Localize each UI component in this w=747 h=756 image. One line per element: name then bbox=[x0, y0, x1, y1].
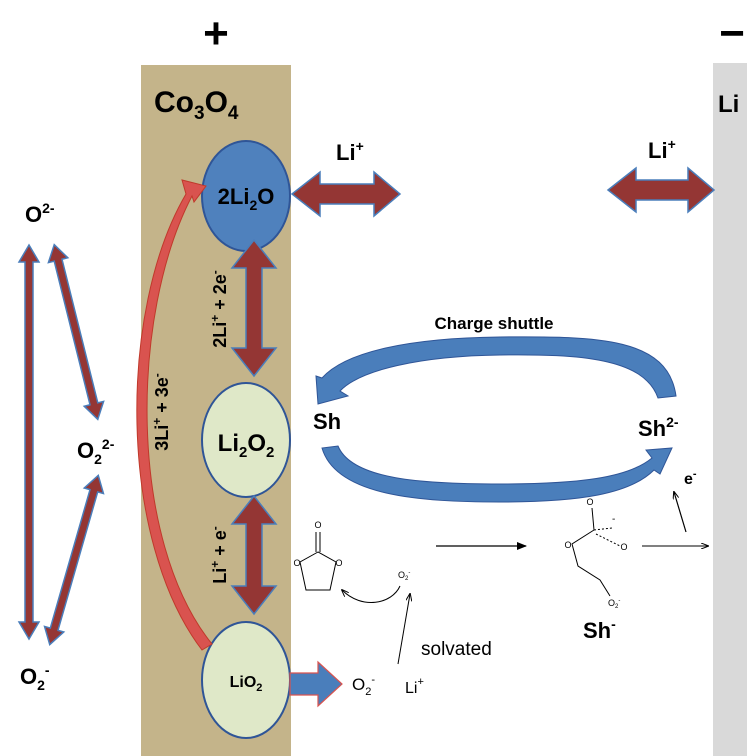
reaction-3e-label: 3Li+ + 3e- bbox=[150, 373, 172, 451]
reaction-1e-label: Li+ + e- bbox=[208, 526, 230, 584]
o2-2minus-label: O22- bbox=[77, 436, 115, 467]
li2o2-ellipse bbox=[201, 382, 291, 498]
attack-arrow bbox=[342, 585, 401, 603]
molecule-ring-o-left: O bbox=[293, 558, 300, 568]
carbonate-radical-o: O2- bbox=[608, 598, 620, 610]
double-arrow-li2o-li2o2 bbox=[230, 238, 278, 378]
solvated-label: solvated bbox=[421, 639, 492, 660]
li2o2-label: Li2O2 bbox=[218, 430, 275, 461]
li-plus-label-right: Li+ bbox=[648, 136, 676, 163]
reaction-2e-label: 2Li+ + 2e- bbox=[208, 270, 230, 348]
molecule-ring-o-right: O bbox=[335, 558, 342, 568]
electron-label: e- bbox=[684, 468, 697, 488]
o-2minus-label: O2- bbox=[25, 200, 55, 227]
radical-o2-label: O2- bbox=[398, 570, 410, 582]
blue-arrow-lio2-to-o2 bbox=[289, 660, 343, 708]
solvated-arrow bbox=[397, 594, 410, 665]
charge-shuttle-title: Charge shuttle bbox=[434, 314, 553, 333]
sh2-label: Sh2- bbox=[638, 414, 679, 441]
double-arrow-o2minus-o22minus bbox=[47, 243, 105, 421]
o2-minus-small-label: O2- bbox=[352, 674, 375, 698]
lio2-label: LiO2 bbox=[230, 674, 263, 694]
curved-arrow-lio2-to-li2o bbox=[136, 179, 213, 651]
sh-label: Sh bbox=[313, 409, 341, 434]
anode-panel bbox=[713, 63, 747, 756]
double-arrow-o22minus-o2minus bbox=[43, 474, 105, 646]
anode-material-label: Li bbox=[718, 91, 739, 118]
double-arrow-li2o2-lio2 bbox=[230, 494, 278, 616]
electron-arrow bbox=[674, 492, 687, 533]
li-plus-label-left: Li+ bbox=[336, 138, 364, 165]
sh-minus-label: Sh- bbox=[583, 616, 616, 643]
carbonate-o-top: O bbox=[586, 497, 593, 507]
li-plus-small-label: Li+ bbox=[405, 676, 424, 697]
carbonate-o-left: O bbox=[564, 540, 571, 550]
shuttle-bottom-arrow bbox=[321, 445, 673, 503]
positive-sign: + bbox=[203, 9, 229, 58]
li2o-label: 2Li2O bbox=[218, 184, 275, 213]
carbonate-intermediate bbox=[571, 507, 621, 597]
double-arrow-o2minus-o2 bbox=[17, 243, 41, 641]
li-plus-arrow-left bbox=[290, 170, 402, 218]
shuttle-top-arrow bbox=[315, 336, 677, 405]
molecule-carbonyl-o: O bbox=[314, 520, 321, 530]
negative-sign: − bbox=[719, 9, 745, 58]
ethylene-carbonate-molecule bbox=[299, 532, 337, 591]
cathode-material-label: Co3O4 bbox=[154, 86, 239, 124]
li-plus-arrow-right bbox=[606, 166, 716, 214]
o2-minus-label: O2- bbox=[20, 662, 50, 693]
carbonate-o-right: O bbox=[620, 542, 627, 552]
carbonate-minus-sign: - bbox=[612, 514, 615, 525]
